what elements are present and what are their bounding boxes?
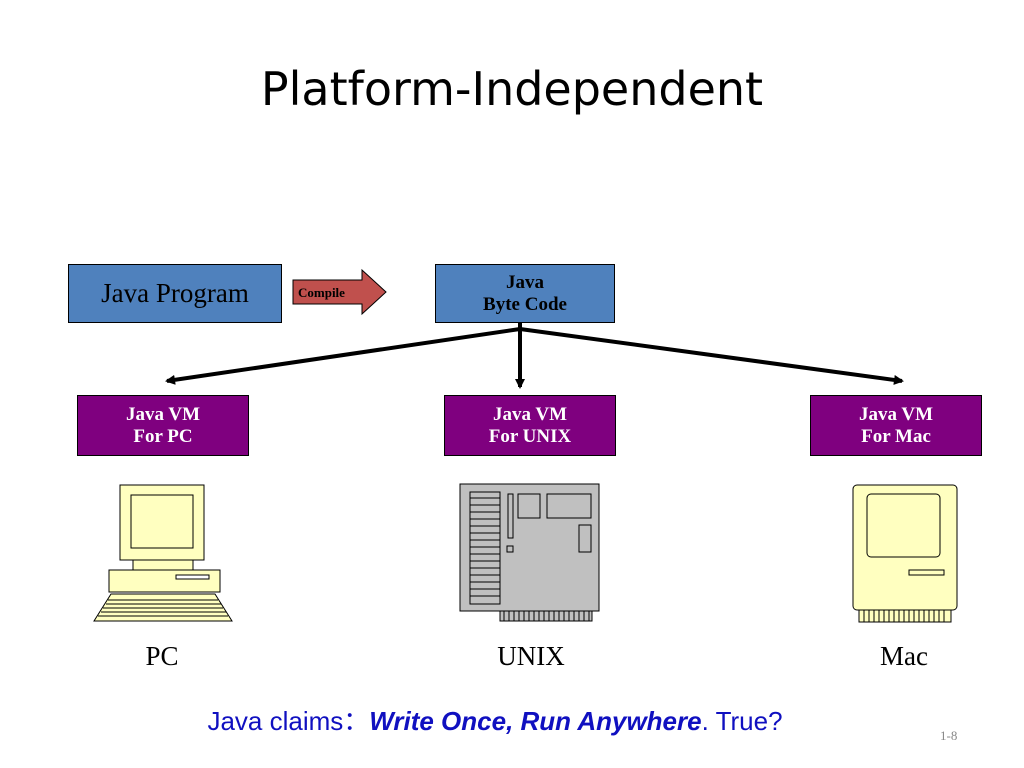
claim-emphasis: Write Once, Run Anywhere bbox=[369, 706, 702, 736]
bytecode-box: Java Byte Code bbox=[435, 264, 615, 323]
vm-unix-line1: Java VM bbox=[492, 403, 568, 425]
page-number: 1-8 bbox=[940, 728, 958, 743]
platform-label-pc: PC bbox=[145, 641, 179, 671]
arrow-to-mac bbox=[519, 327, 904, 385]
mac-computer-icon bbox=[852, 484, 958, 623]
claim-prefix: Java claims： bbox=[207, 706, 370, 736]
unix-server-icon bbox=[459, 483, 600, 622]
vm-mac-line1: Java VM bbox=[858, 403, 934, 425]
slide-title: Platform-Independent bbox=[260, 62, 764, 116]
pc-computer-icon bbox=[93, 484, 233, 622]
vm-mac-line2: For Mac bbox=[861, 425, 931, 447]
vm-unix-line2: For UNIX bbox=[488, 425, 572, 447]
compile-label: Compile bbox=[298, 285, 345, 300]
vm-box-unix: Java VM For UNIX bbox=[444, 395, 616, 456]
compile-arrow bbox=[292, 268, 387, 316]
java-program-box: Java Program bbox=[68, 264, 282, 323]
platform-label-unix: UNIX bbox=[497, 641, 565, 671]
bytecode-line2: Byte Code bbox=[483, 293, 567, 315]
bytecode-line1: Java bbox=[506, 271, 544, 293]
platform-label-mac: Mac bbox=[880, 641, 928, 671]
claim-text: Java claims：Write Once, Run Anywhere. Tr… bbox=[0, 701, 990, 738]
vm-pc-line1: Java VM bbox=[125, 403, 201, 425]
arrow-to-pc bbox=[165, 327, 521, 385]
vm-box-pc: Java VM For PC bbox=[77, 395, 249, 456]
vm-pc-line2: For PC bbox=[133, 425, 193, 447]
java-program-label: Java Program bbox=[101, 278, 249, 308]
claim-suffix: . True? bbox=[701, 706, 783, 736]
vm-box-mac: Java VM For Mac bbox=[810, 395, 982, 456]
